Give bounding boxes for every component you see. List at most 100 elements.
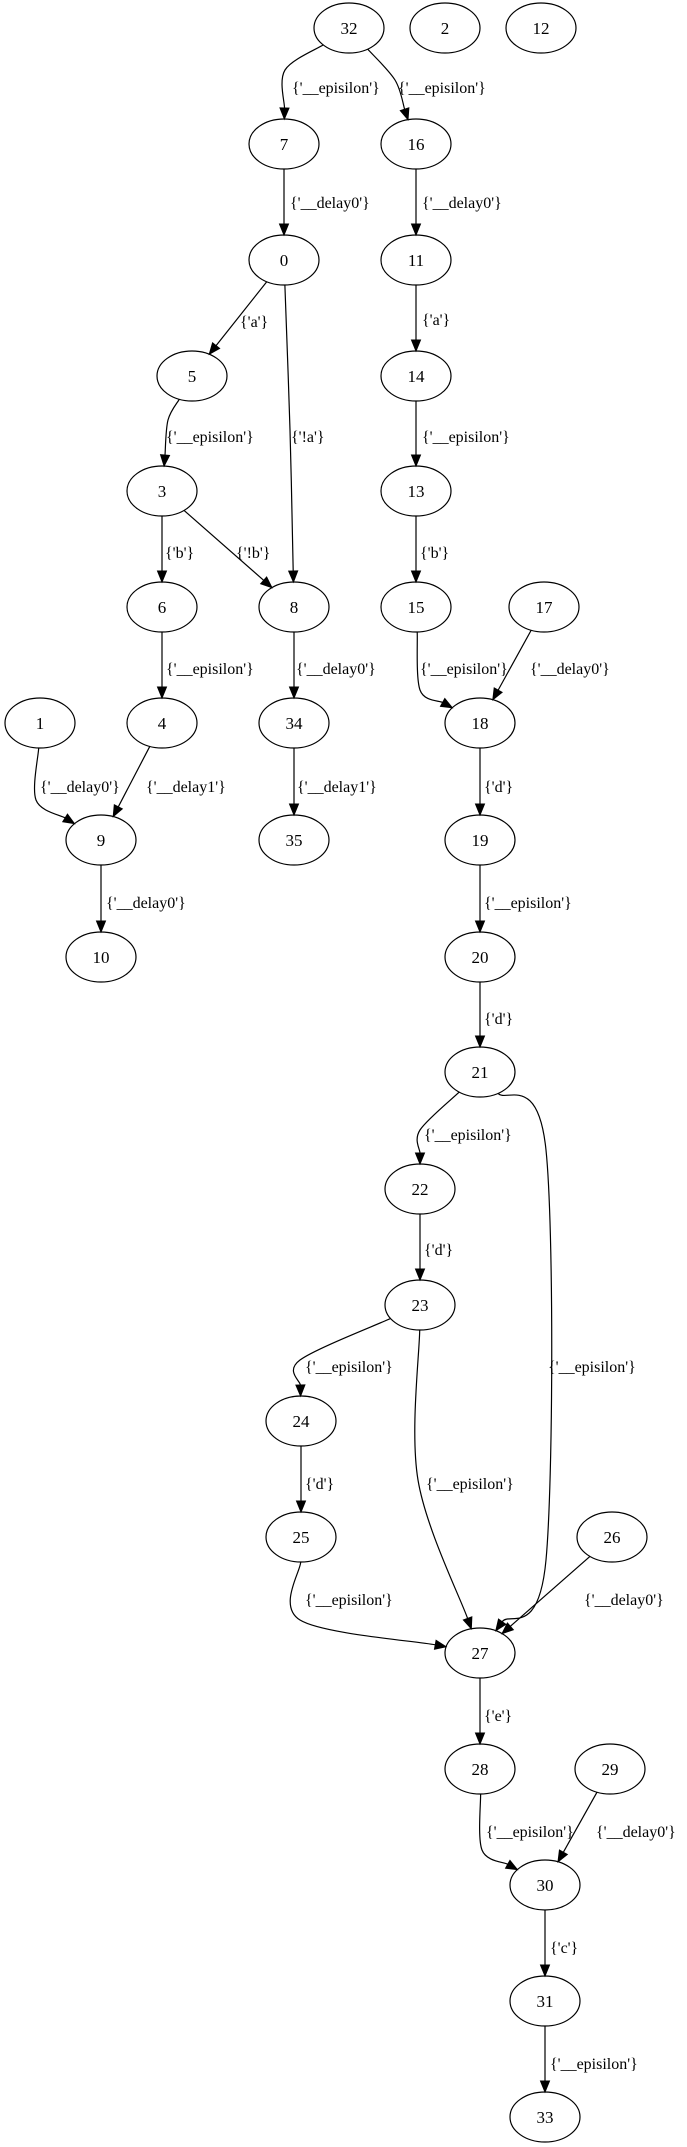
arrowhead xyxy=(259,576,273,589)
edge-label: {'__episilon'} xyxy=(166,429,254,446)
node-label: 5 xyxy=(188,367,197,386)
state-node-22: 22 xyxy=(384,1163,456,1215)
state-node-29: 29 xyxy=(574,1743,646,1795)
state-node-8: 8 xyxy=(258,581,330,633)
state-node-15: 15 xyxy=(380,581,452,633)
node-label: 25 xyxy=(293,1528,310,1547)
edge-32-to-7: {'__episilon'} xyxy=(279,44,380,121)
state-node-35: 35 xyxy=(258,814,330,866)
edge-label: {'__episilon'} xyxy=(305,1359,393,1376)
node-label: 19 xyxy=(472,831,489,850)
edge-0-to-5: {'a'} xyxy=(208,281,268,356)
edge-16-to-11: {'__delay0'} xyxy=(410,169,502,237)
state-node-17: 17 xyxy=(508,581,580,633)
edge-26-to-27: {'__delay0'} xyxy=(501,1555,664,1635)
state-node-34: 34 xyxy=(258,697,330,749)
edge-line xyxy=(497,629,532,691)
state-node-30: 30 xyxy=(509,1859,581,1911)
edge-15-to-18: {'__episilon'} xyxy=(416,631,508,709)
node-label: 10 xyxy=(93,948,110,967)
edge-line xyxy=(284,284,294,572)
state-node-14: 14 xyxy=(380,350,452,402)
node-ellipse xyxy=(265,1511,337,1563)
state-node-12: 12 xyxy=(505,2,577,54)
state-node-13: 13 xyxy=(380,465,452,517)
state-node-32: 32 xyxy=(313,2,385,54)
edge-line xyxy=(509,1555,591,1627)
arrowhead xyxy=(399,107,410,121)
edge-21-to-27: {'__episilon'} xyxy=(495,1092,636,1632)
node-label: 28 xyxy=(472,1760,489,1779)
state-node-20: 20 xyxy=(444,931,516,983)
arrowhead xyxy=(410,223,422,237)
edge-line xyxy=(164,398,180,456)
edge-label: {'__delay0'} xyxy=(530,661,610,678)
edge-22-to-23: {'d'} xyxy=(414,1214,453,1282)
node-ellipse xyxy=(258,581,330,633)
node-label: 8 xyxy=(290,598,299,617)
edges-layer: {'__episilon'}{'__episilon'}{'__delay0'}… xyxy=(33,44,676,2094)
edge-line xyxy=(479,1793,509,1865)
node-label: 33 xyxy=(537,2108,554,2127)
node-ellipse xyxy=(126,697,198,749)
arrowhead xyxy=(504,1859,519,1871)
edge-label: {'__delay0'} xyxy=(40,779,120,796)
edge-20-to-21: {'d'} xyxy=(474,982,513,1049)
node-label: 23 xyxy=(412,1296,429,1315)
node-label: 7 xyxy=(280,135,289,154)
node-label: 4 xyxy=(158,714,167,733)
edge-label: {'__episilon'} xyxy=(422,429,510,446)
node-label: 31 xyxy=(537,1992,554,2011)
edge-19-to-20: {'__episilon'} xyxy=(474,865,572,934)
arrowhead xyxy=(287,570,299,584)
edge-23-to-27: {'__episilon'} xyxy=(414,1329,514,1631)
state-node-10: 10 xyxy=(65,931,137,983)
node-ellipse xyxy=(509,1859,581,1911)
edge-label: {'__episilon'} xyxy=(305,1592,393,1609)
arrowhead xyxy=(539,2080,551,2094)
edge-3-to-6: {'b'} xyxy=(156,516,194,584)
node-ellipse xyxy=(380,234,452,286)
edge-34-to-35: {'__delay1'} xyxy=(288,748,377,817)
node-ellipse xyxy=(574,1743,646,1795)
edge-31-to-33: {'__episilon'} xyxy=(539,2026,638,2094)
node-ellipse xyxy=(444,1046,516,1098)
node-label: 34 xyxy=(286,714,304,733)
node-ellipse xyxy=(505,2,577,54)
edge-line xyxy=(416,1091,460,1154)
node-ellipse xyxy=(444,1627,516,1679)
arrowhead xyxy=(410,339,422,353)
edge-24-to-25: {'d'} xyxy=(295,1446,334,1514)
state-node-11: 11 xyxy=(380,234,452,286)
arrowhead xyxy=(112,803,124,818)
node-ellipse xyxy=(409,2,481,54)
state-node-24: 24 xyxy=(265,1395,337,1447)
edge-label: {'__episilon'} xyxy=(398,80,486,97)
edge-label: {'!b'} xyxy=(236,545,270,562)
node-ellipse xyxy=(380,350,452,402)
arrowhead xyxy=(288,803,300,817)
node-ellipse xyxy=(508,581,580,633)
edge-6-to-4: {'__episilon'} xyxy=(156,632,254,700)
arrowhead xyxy=(557,1849,569,1863)
edge-line xyxy=(497,1092,553,1623)
node-ellipse xyxy=(156,350,228,402)
edge-line xyxy=(414,1329,469,1619)
node-ellipse xyxy=(65,931,137,983)
node-label: 11 xyxy=(408,251,424,270)
edge-label: {'a'} xyxy=(422,312,450,329)
state-node-6: 6 xyxy=(126,581,198,633)
edge-label: {'!a'} xyxy=(291,429,325,446)
edge-27-to-28: {'e'} xyxy=(474,1678,512,1746)
edge-label: {'__episilon'} xyxy=(550,2056,638,2073)
node-label: 3 xyxy=(158,482,167,501)
edge-label: {'__delay0'} xyxy=(596,1824,676,1841)
node-ellipse xyxy=(126,465,198,517)
node-label: 16 xyxy=(408,135,425,154)
edge-29-to-30: {'__delay0'} xyxy=(557,1791,676,1863)
edge-label: {'d'} xyxy=(484,779,513,796)
arrowhead xyxy=(501,1622,515,1635)
node-ellipse xyxy=(248,118,320,170)
